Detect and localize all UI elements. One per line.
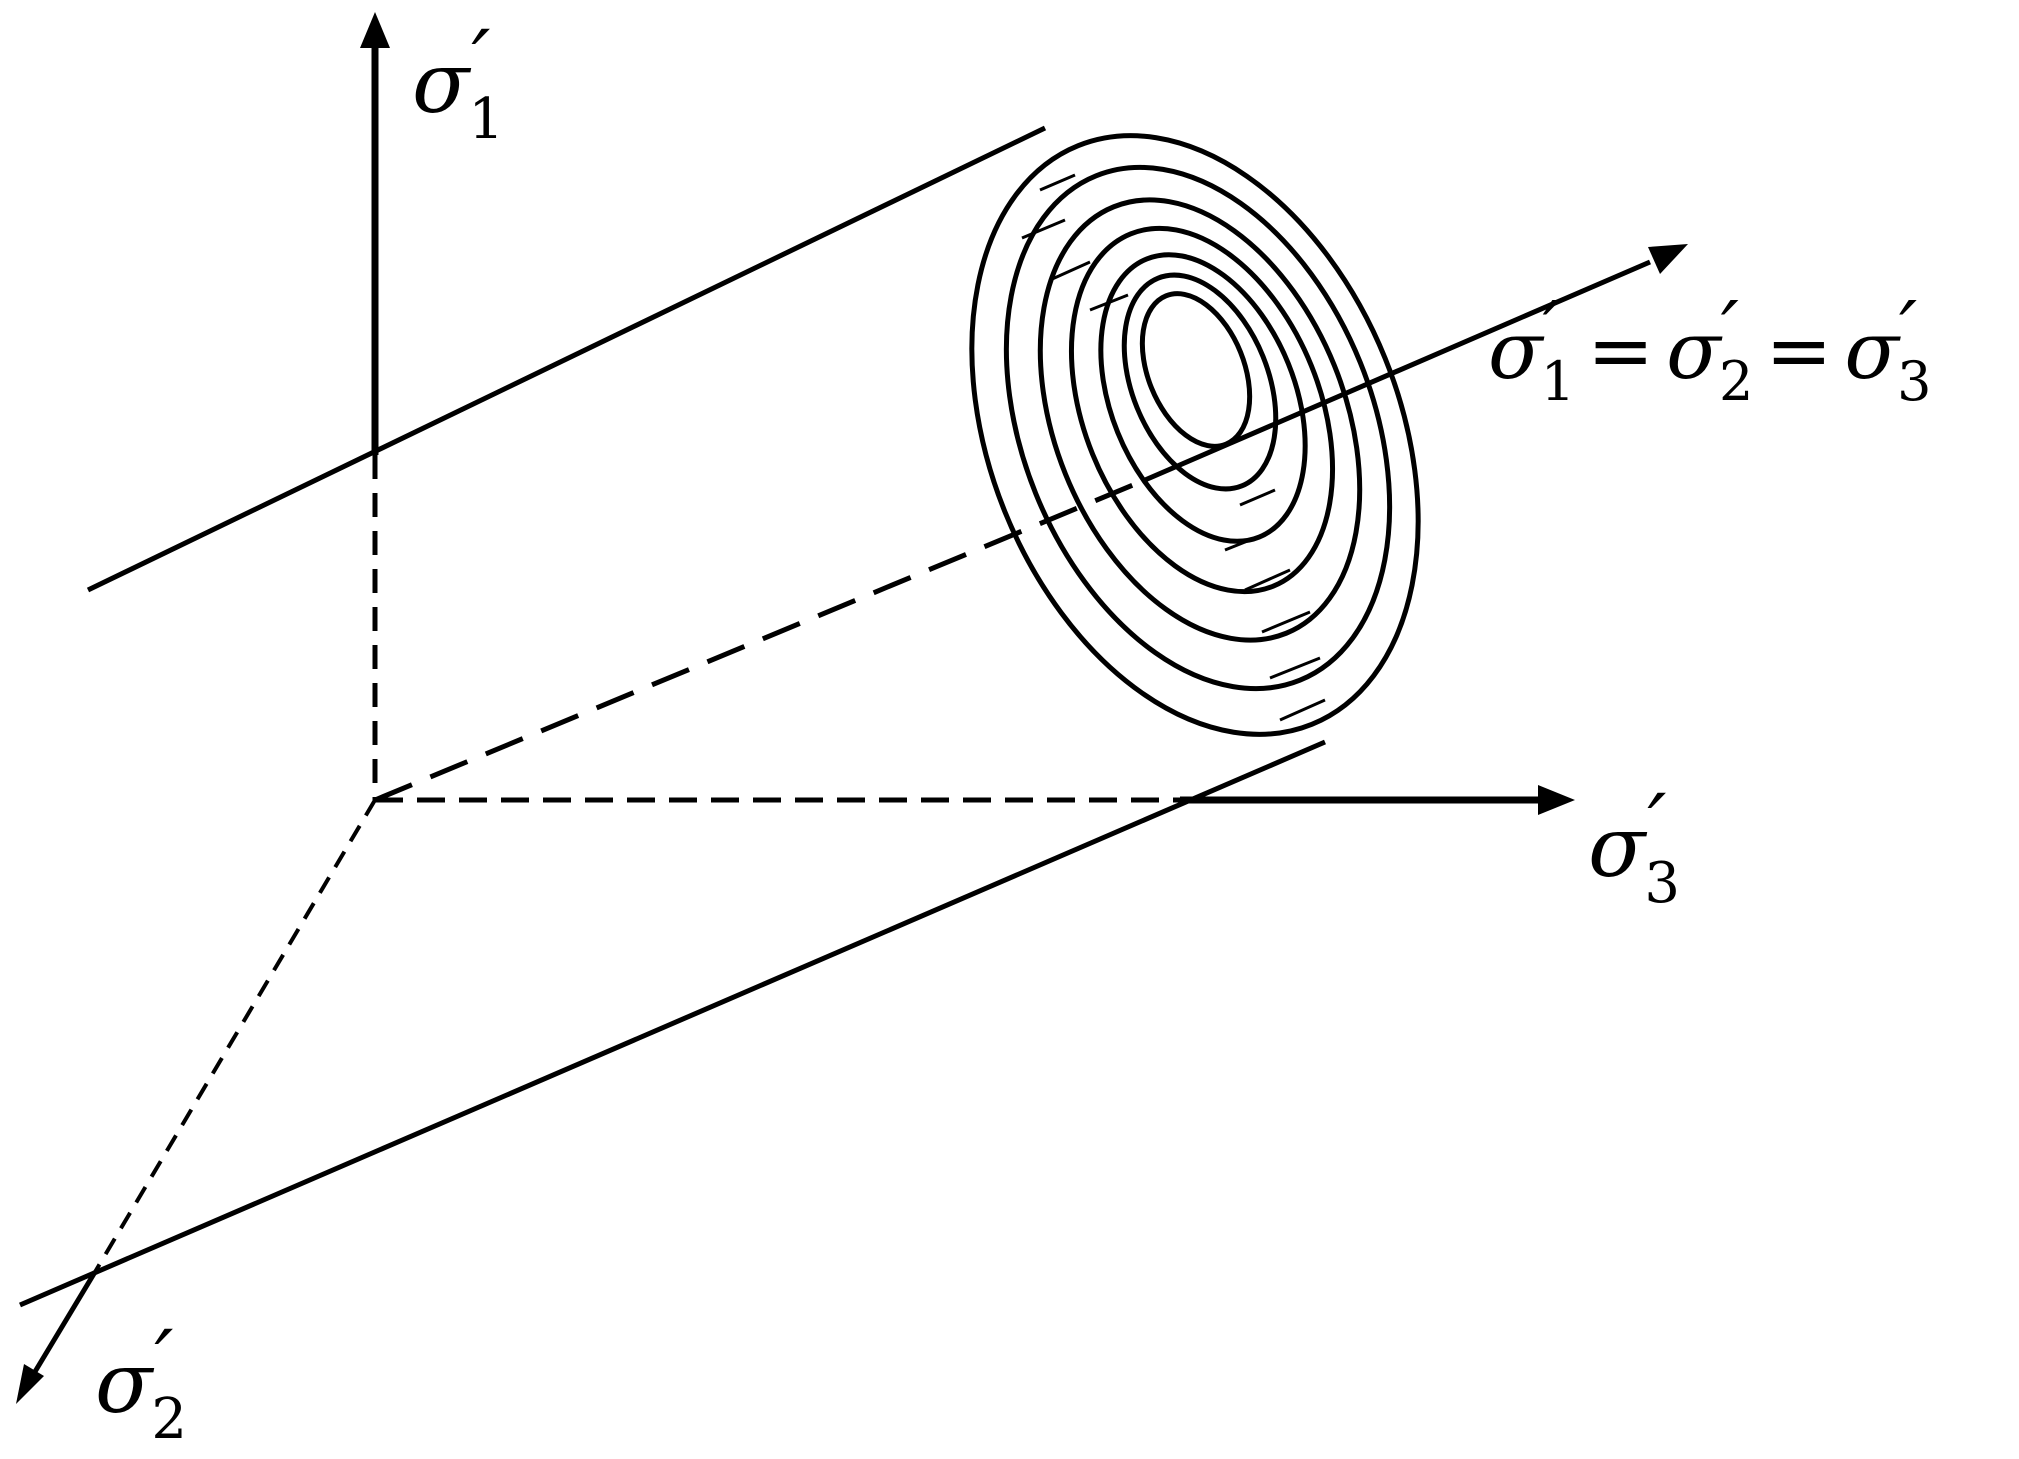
sigma2-axis-dashed [93,798,377,1274]
hydrostatic-axis-arrowhead [1648,244,1688,274]
cylinder-bottom-generator [19,739,1326,1308]
sigma1-label: σ′1 [412,12,504,152]
yield-ellipse-1 [969,133,1421,737]
yield-ellipse-4 [1068,225,1336,595]
sigma2-label: σ′2 [95,1312,187,1452]
ring-hatching [1021,173,1326,722]
sigma2-axis [27,1270,98,1382]
yield-ellipse-6 [1121,272,1279,492]
hydrostatic-axis-label: σ′1=σ′2=σ′3 [1488,284,1931,413]
sigma1-axis-arrowhead [360,12,390,48]
sigma3-axis-arrowhead [1538,785,1575,815]
sigma2-axis-arrowhead [16,1364,44,1404]
yield-ellipse-2 [1003,164,1393,692]
yield-ellipse-7 [1139,291,1253,449]
sigma3-label: σ′3 [1588,776,1680,916]
yield-surface-ellipses [969,133,1421,737]
yield-ellipse-3 [1037,197,1363,643]
hydrostatic-axis-dashed [374,477,1146,803]
cylinder-top-generator [86,125,1047,593]
yield-ellipse-5 [1098,252,1308,544]
